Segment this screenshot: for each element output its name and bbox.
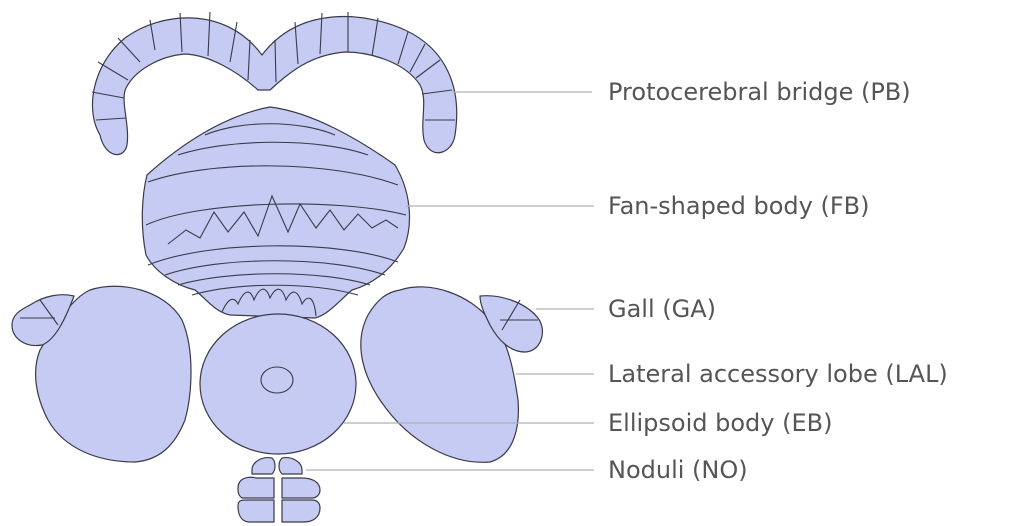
fan-shaped-body [142, 107, 409, 318]
ellipsoid-body [200, 314, 356, 454]
noduli [238, 458, 320, 522]
label-noduli: Noduli (NO) [608, 458, 748, 482]
label-fan-shaped-body: Fan-shaped body (FB) [608, 194, 869, 218]
label-gall: Gall (GA) [608, 297, 716, 321]
label-protocerebral-bridge: Protocerebral bridge (PB) [608, 80, 911, 104]
label-lateral-accessory-lobe: Lateral accessory lobe (LAL) [608, 362, 948, 386]
label-ellipsoid-body: Ellipsoid body (EB) [608, 411, 832, 435]
